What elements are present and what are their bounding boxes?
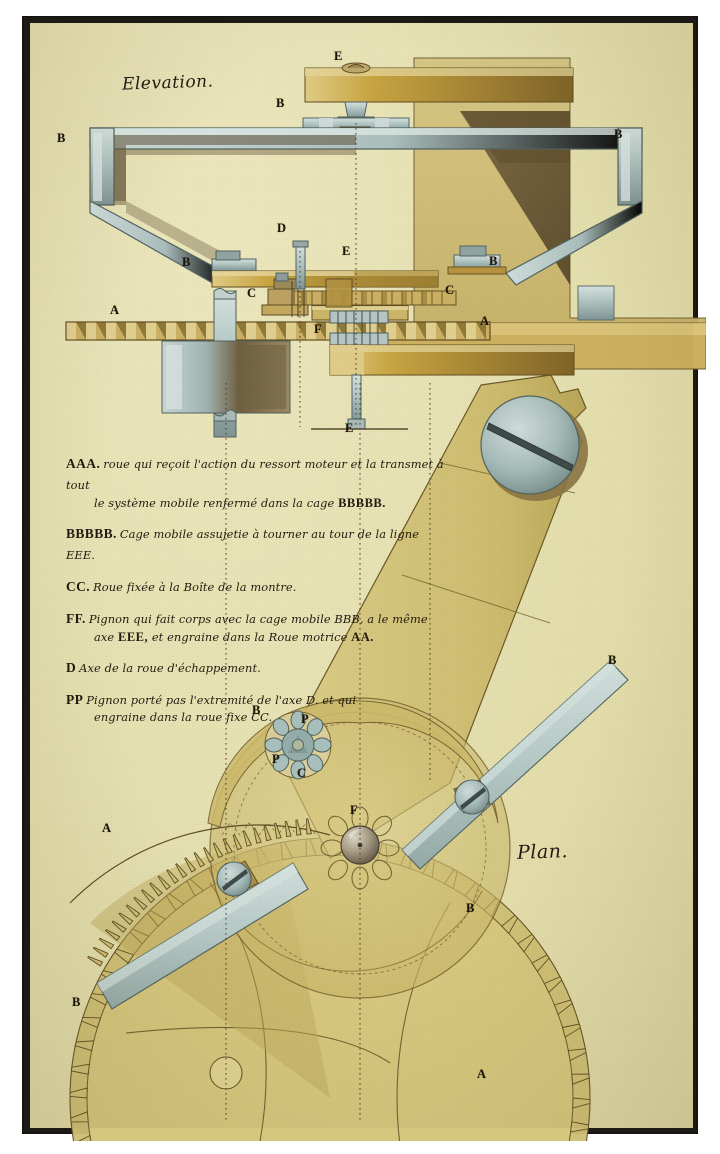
plan-wheel-AA-rim [69,818,331,967]
plan-label-A-upper: A [102,821,112,835]
plan-label-A-lower: A [477,1067,487,1081]
elevation-label-D-axis: D [277,221,287,235]
plan-label-P-upper: P [301,712,310,726]
legend-item-FF: FF.Pignon qui fait corps avec la cage mo… [66,608,446,646]
elevation-label-E-top: E [334,49,343,63]
plate-frame: Elevation. Plan. AAA.roue qui reçoit l'a… [22,16,706,1141]
plan-label-C-pinion: C [297,766,307,780]
elevation-label-F-centre: F [314,322,323,336]
plan-wheel-teeth-upper [87,818,312,967]
plan-label-B-bar-sw: B [72,995,81,1009]
legend-text-FF-line2-pre: axe [94,630,118,645]
legend-text-FF-line2: axe EEE, et engraine dans la Roue motric… [94,629,446,646]
elevation-label-B-right-low: B [489,254,498,268]
legend-text-AAA-line2: le système mobile renfermé dans la cage … [94,495,446,512]
elevation-label-B-left-low: B [182,255,191,269]
plan-screw-ne[interactable] [453,779,491,815]
legend-text-PP-line1: Pignon porté pas l'extremité de l'axe D.… [86,692,357,707]
legend-text-FF-line1-pre: Pignon qui fait corps avec la cage mobil… [88,612,335,627]
plate-paper: Elevation. Plan. AAA.roue qui reçoit l'a… [30,23,706,1141]
legend-item-AAA: AAA.roue qui reçoit l'action du ressort … [66,453,446,512]
title-plan: Plan. [516,840,569,864]
elevation-cage-feet [211,245,507,275]
legend-text-AAA-line2-bold: BBBBB. [338,496,386,511]
elevation-drawing [65,57,706,438]
elevation-label-E-bottom: E [345,421,354,435]
legend-text-FF-line1-post: a le même [363,612,428,627]
legend-key-PP: PP [66,691,84,707]
legend-text-CC: Roue fixée à la Boîte de la montre. [93,579,297,594]
legend-text-AAA-line1: roue qui reçoit l'action du ressort mote… [66,457,444,493]
plan-cage-bar-sw [96,860,309,1010]
legend-text-BBBBB-pre: Cage mobile assujetie à tourner au tour … [119,526,420,541]
legend-text-D: Axe de la roue d'échappement. [79,660,261,675]
elevation-label-B-pivot-top: B [276,96,285,110]
legend-key-FF: FF. [66,611,86,627]
legend-text-PP-line2: engraine dans la roue fixe CC. [94,709,273,724]
elevation-pinion-FF [311,278,409,346]
elevation-cage-frame [89,127,643,286]
legend-key-D: D [66,659,77,675]
elevation-pinion-PP [261,272,309,317]
elevation-label-A-left: A [110,303,120,317]
legend-item-BBBBB: BBBBB.Cage mobile assujetie à tourner au… [66,523,446,565]
plan-drawing [69,374,629,1141]
legend-text-BBBBB-bold: EEE. [66,547,95,562]
elevation-barrel-shaft [161,288,291,438]
elevation-lower-bridge [329,344,575,376]
legend-text-FF-line1-bold: BBB, [334,612,364,627]
elevation-top-bridge [304,62,574,103]
plan-label-B-wheel-e: B [466,901,475,915]
elevation-label-B-right: B [614,127,623,141]
legend-block: AAA.roue qui reçoit l'action du ressort … [66,453,446,736]
plan-label-F-centre: F [350,803,359,817]
elevation-mid-plate [211,270,439,288]
elevation-label-C-left: C [247,286,257,300]
plan-screw-sw[interactable] [216,860,259,898]
title-elevation: Elevation. [121,71,214,95]
elevation-label-E-mid: E [342,244,351,258]
legend-text-FF-line2-mid: et engraine dans la Roue motrice [148,630,352,645]
plan-label-B-bar-ne: B [608,653,617,667]
plan-label-P-lower: P [272,752,281,766]
legend-text-AAA-line2-pre: le système mobile renfermé dans la cage [94,496,339,511]
elevation-label-C-right: C [445,283,455,297]
legend-item-CC: CC.Roue fixée à la Boîte de la montre. [66,576,446,597]
legend-text-FF-line2-bold: EEE, [117,630,149,645]
plan-screw-large[interactable] [480,395,588,501]
legend-text-FF-line2-bold2: AA. [351,630,374,645]
legend-key-CC: CC. [66,578,91,594]
plan-cage-bar-ne [401,660,629,870]
elevation-label-B-left: B [57,131,66,145]
elevation-label-A-right: A [480,314,490,328]
plan-label-B-pinion: B [252,703,261,717]
plan-pinion-PP [264,710,332,780]
legend-key-BBBBB: BBBBB. [66,525,117,541]
legend-key-AAA: AAA. [66,456,101,471]
